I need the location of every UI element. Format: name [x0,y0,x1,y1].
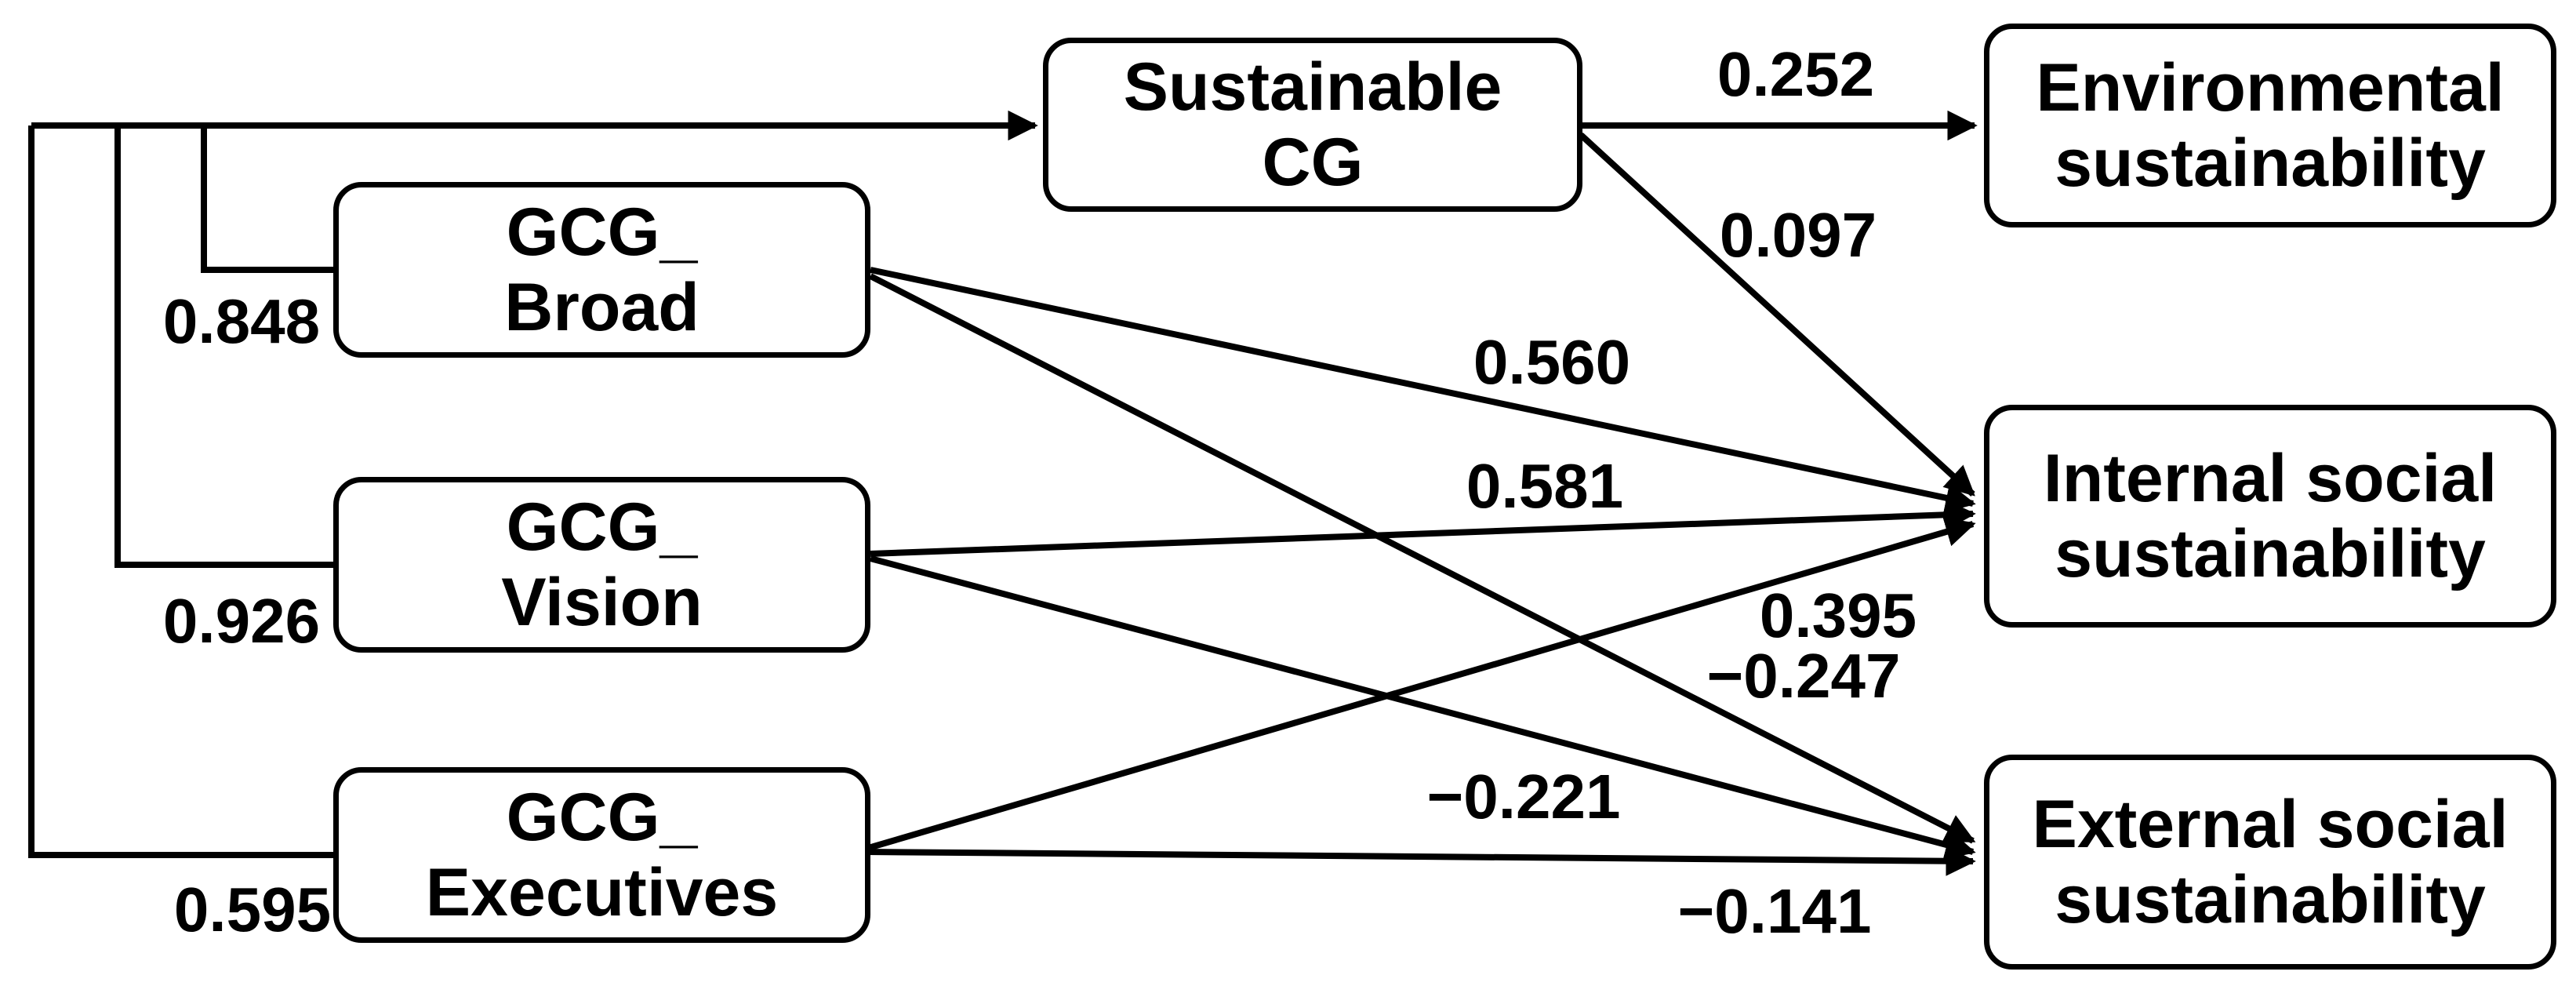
weight-label-gcg-vision: 0.926 [162,586,321,656]
edge-elbow-vision [114,126,333,568]
node-label-line: GCG_ [506,489,698,565]
path-label-broad-internal: 0.560 [1473,327,1631,397]
path-label-scg-internal: 0.097 [1719,200,1877,270]
node-environmental-sustainability: Environmental sustainability [1984,24,2556,227]
edge-broad-internal [870,267,1976,513]
edge-elbow-executives [28,126,333,858]
edge-vision-internal [870,500,1976,557]
node-gcg-broad: GCG_ Broad [333,182,870,358]
path-label-scg-environmental: 0.252 [1717,39,1875,109]
path-label-executives-external: −0.141 [1677,876,1872,946]
node-label-line: sustainability [2055,862,2486,937]
node-gcg-vision: GCG_ Vision [333,477,870,653]
path-label-broad-external: −0.247 [1706,641,1901,711]
node-label-line: CG [1262,125,1364,200]
edge-executives-external [865,846,1976,876]
edge-broad-external [869,273,1976,844]
node-label-line: Sustainable [1123,49,1502,125]
node-label-line: sustainability [2055,516,2486,591]
weight-label-gcg-broad: 0.848 [162,286,321,356]
node-label-line: GCG_ [506,194,698,270]
node-label-line: Environmental [2036,49,2505,126]
node-label-line: Executives [425,855,779,930]
node-internal-social-sustainability: Internal social sustainability [1984,405,2556,628]
weight-label-gcg-executives: 0.595 [173,875,332,944]
edge-executives-internal [864,517,1976,852]
edge-vision-external [869,555,1976,860]
node-sustainable-cg: Sustainable CG [1043,38,1582,212]
node-label-line: sustainability [2055,126,2486,201]
node-label-line: GCG_ [506,779,698,855]
path-label-vision-internal: 0.581 [1466,451,1624,521]
node-label-line: Broad [504,270,699,345]
node-gcg-executives: GCG_ Executives [333,767,870,943]
path-label-vision-external: −0.221 [1426,762,1621,831]
edge-elbow-broad [201,126,333,273]
node-label-line: External social [2032,786,2509,862]
edge-scg-internal [1579,133,1975,497]
node-label-line: Vision [501,565,703,640]
path-label-executives-internal: 0.395 [1759,580,1917,650]
node-label-line: Internal social [2043,440,2498,516]
node-external-social-sustainability: External social sustainability [1984,755,2556,970]
